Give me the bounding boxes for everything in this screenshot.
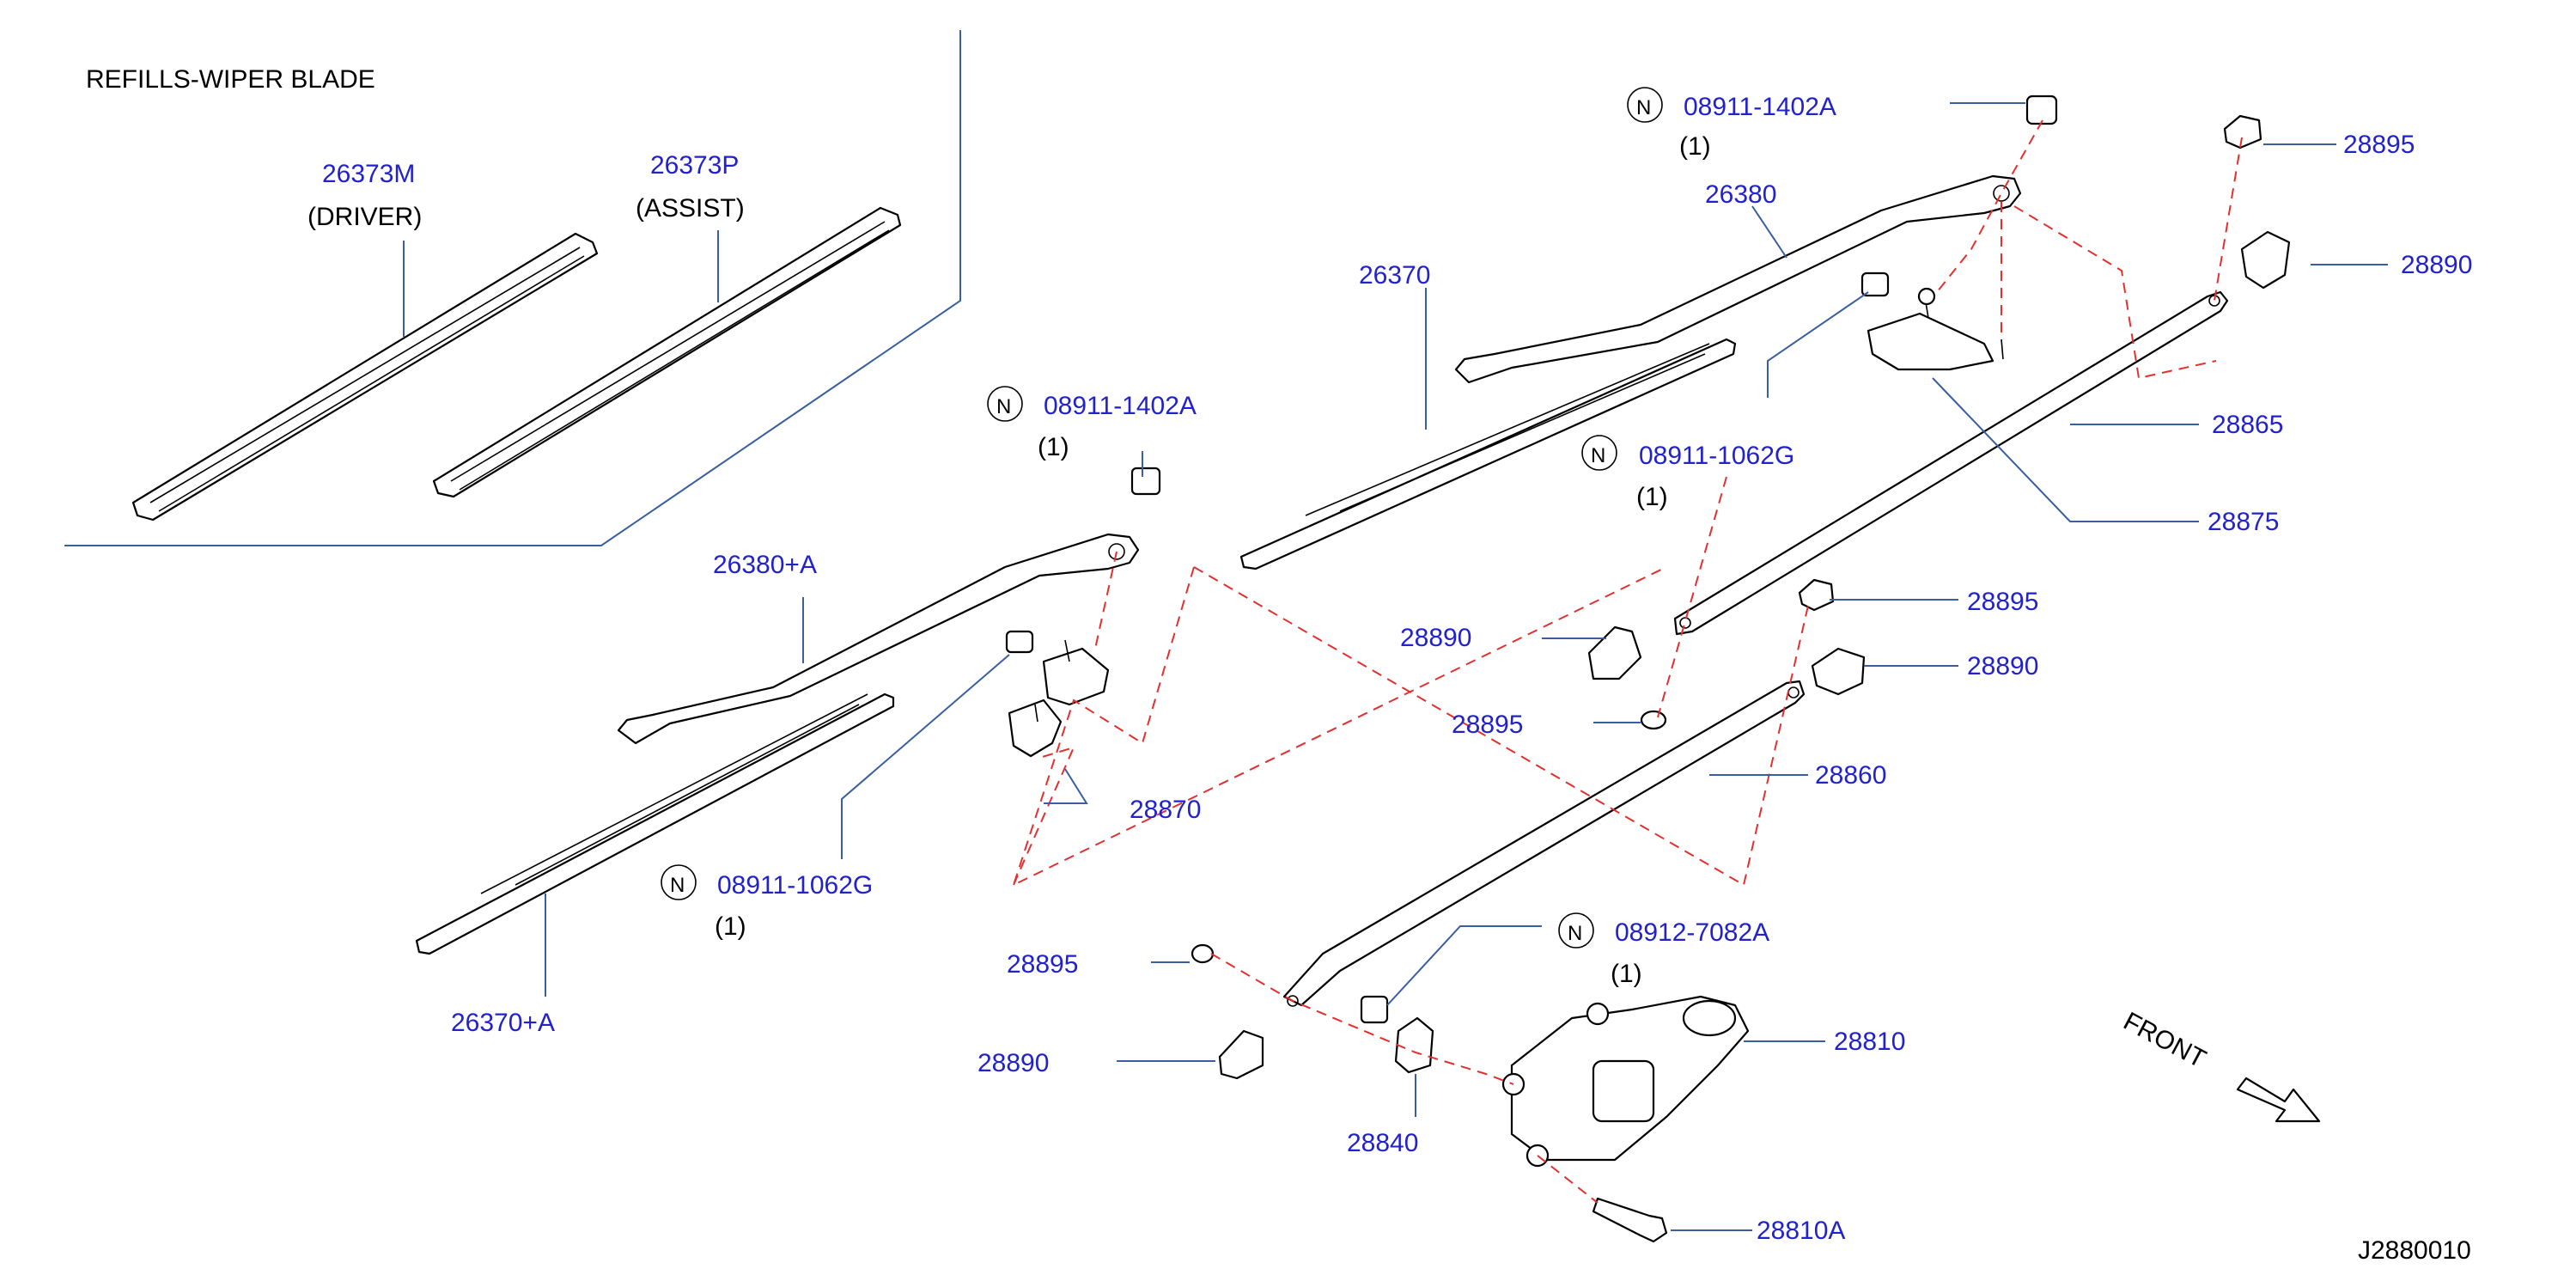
refill-assist-drawing — [432, 206, 902, 498]
link-rod-28865-drawing — [1673, 290, 2229, 636]
nut-qty: (1) — [1038, 433, 1069, 461]
nut-symbol-icons — [661, 87, 1663, 949]
label-28875: 28875 — [2208, 508, 2279, 536]
label-26380A: 26380+A — [713, 551, 817, 579]
bolt-28810A-drawing — [1592, 1197, 1668, 1243]
label-26370A: 26370+A — [451, 1009, 555, 1037]
nut-code: 08911-1402A — [1044, 392, 1197, 420]
refill-driver-drawing — [131, 232, 599, 522]
label-28895-top: 28895 — [2343, 131, 2415, 159]
nut-code: 08911-1062G — [717, 871, 873, 900]
bushing-drawings — [1191, 114, 2291, 1080]
wiper-arm-right-drawing — [1454, 174, 2022, 384]
nut-qty: (1) — [1611, 960, 1642, 988]
nut-code: 08911-1402A — [1684, 93, 1836, 121]
pivot-left-drawing — [1008, 639, 1110, 758]
label-26373M: 26373M — [322, 160, 415, 188]
nut-symbol: N — [1636, 96, 1651, 119]
label-28895-right: 28895 — [1967, 588, 2038, 616]
nut-callout-4: N 08911-1062G (1) — [1591, 442, 1794, 511]
label-28870: 28870 — [1130, 796, 1201, 824]
inset-title: REFILLS-WIPER BLADE — [86, 65, 375, 94]
label-28810: 28810 — [1834, 1028, 1905, 1056]
nut-symbol: N — [996, 395, 1011, 418]
label-28860: 28860 — [1815, 761, 1886, 790]
label-28890-right: 28890 — [1967, 652, 2038, 680]
front-label: FRONT — [2119, 1007, 2211, 1074]
nut-code: 08912-7082A — [1615, 918, 1769, 947]
leader-lines — [403, 102, 2388, 1231]
label-28840: 28840 — [1347, 1129, 1418, 1157]
nut-drawings — [1005, 95, 2058, 1024]
motor-28810-drawing — [1501, 995, 1750, 1168]
nut-qty: (1) — [1636, 483, 1668, 511]
label-26370: 26370 — [1359, 261, 1430, 290]
assembly-dashed-lines — [1012, 119, 2243, 1204]
label-driver: (DRIVER) — [308, 203, 422, 231]
wiper-blade-left-drawing — [415, 692, 895, 955]
nut-callout-2: N 08911-1062G (1) — [670, 871, 873, 941]
nut-callout-5: N 08912-7082A (1) — [1568, 918, 1769, 988]
label-28810A: 28810A — [1757, 1217, 1845, 1245]
front-arrow-icon — [2236, 1077, 2321, 1123]
bracket-28840-drawing — [1394, 1016, 1434, 1074]
nut-qty: (1) — [715, 912, 746, 941]
pivot-right-drawing — [1867, 287, 2004, 371]
label-28895-center: 28895 — [1452, 711, 1523, 739]
label-28865: 28865 — [2212, 411, 2283, 439]
nut-code: 08911-1062G — [1639, 442, 1794, 470]
nut-symbol: N — [1591, 444, 1605, 467]
wiper-blade-right-drawing — [1239, 338, 1737, 570]
label-28890-center: 28890 — [1400, 624, 1471, 652]
inset-frame — [64, 30, 961, 546]
nut-symbol: N — [670, 874, 685, 897]
label-28890-bottom: 28890 — [977, 1049, 1049, 1077]
nut-callout-1: N 08911-1402A (1) — [996, 392, 1197, 461]
label-26380: 26380 — [1705, 180, 1776, 209]
label-assist: (ASSIST) — [636, 194, 745, 223]
link-rod-28860-drawing — [1282, 680, 1806, 1007]
nut-symbol: N — [1568, 922, 1582, 945]
diagram-code: J2880010 — [2358, 1236, 2471, 1265]
nut-callout-3: N 08911-1402A (1) — [1636, 93, 1836, 161]
nut-qty: (1) — [1679, 132, 1711, 161]
label-28890-top: 28890 — [2401, 251, 2472, 279]
label-26373P: 26373P — [650, 151, 739, 180]
label-28895-bottom: 28895 — [1007, 950, 1078, 979]
wiper-arm-left-drawing — [617, 533, 1140, 745]
